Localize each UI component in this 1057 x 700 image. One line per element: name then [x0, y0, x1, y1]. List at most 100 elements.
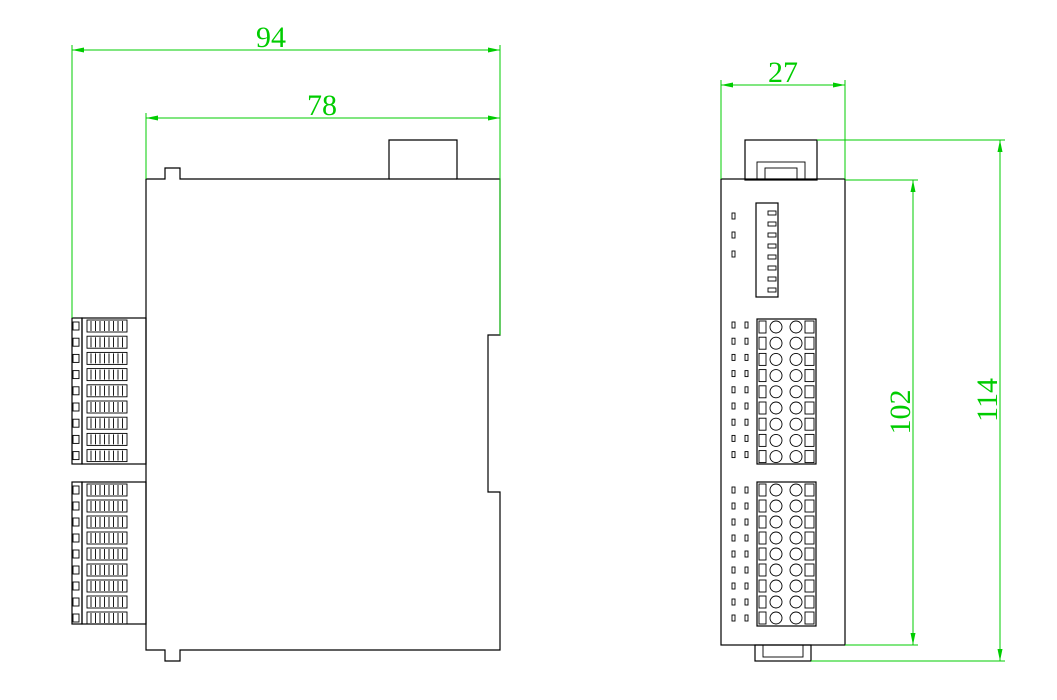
terminal-hole	[789, 401, 803, 415]
dip-lever	[767, 254, 777, 260]
io-led	[744, 337, 749, 345]
pin-latch	[72, 370, 80, 380]
lower-connector-pins	[72, 483, 128, 625]
terminal-clamp	[804, 320, 815, 334]
pin-body	[86, 432, 128, 446]
pin-body	[86, 611, 128, 625]
pin-latch	[72, 533, 80, 543]
io-led	[744, 534, 749, 542]
dip-lever	[767, 232, 777, 238]
terminal-clamp	[804, 483, 815, 497]
top-din-clip-slot	[756, 161, 806, 181]
pin-latch	[72, 501, 80, 511]
pin-body	[86, 416, 128, 430]
terminal-hole	[769, 336, 783, 350]
io-led	[731, 451, 736, 459]
io-led	[744, 451, 749, 459]
terminal-hole	[789, 563, 803, 577]
io-led	[744, 486, 749, 494]
terminal-release	[758, 369, 767, 383]
upper-connector-housing	[81, 317, 147, 465]
io-led	[744, 434, 749, 442]
dip-switch-levers	[767, 210, 777, 293]
pin-body	[86, 547, 128, 561]
terminal-release	[758, 611, 767, 625]
terminal-hole	[789, 531, 803, 545]
pin-body	[86, 384, 128, 398]
dim-114-arrow-top	[997, 140, 1003, 152]
pin-body	[86, 595, 128, 609]
terminal-hole	[769, 579, 783, 593]
io-led	[744, 598, 749, 606]
terminal-clamp	[804, 531, 815, 545]
terminal-hole	[769, 417, 783, 431]
front-view	[720, 139, 846, 662]
pin-latch	[72, 549, 80, 559]
pin-latch	[72, 451, 80, 461]
io-led	[744, 614, 749, 622]
status-led	[731, 212, 736, 220]
terminal-release	[758, 320, 767, 334]
pin-body	[86, 515, 128, 529]
terminal-release	[758, 417, 767, 431]
status-led	[731, 231, 736, 239]
terminal-hole	[769, 611, 783, 625]
pin-latch	[72, 597, 80, 607]
terminal-hole	[789, 450, 803, 464]
terminal-hole	[789, 320, 803, 334]
io-led	[744, 370, 749, 378]
status-led	[731, 250, 736, 258]
terminal-hole	[769, 547, 783, 561]
io-led	[731, 337, 736, 345]
pin-latch	[72, 386, 80, 396]
pin-latch	[72, 565, 80, 575]
top-din-clip	[744, 139, 818, 181]
dim-114-arrow-bottom	[997, 649, 1003, 661]
pin-body	[86, 335, 128, 349]
terminal-clamp	[804, 595, 815, 609]
terminal-release	[758, 547, 767, 561]
io-led	[731, 386, 736, 394]
io-led	[731, 321, 736, 329]
pin-latch	[72, 321, 80, 331]
io-led	[744, 386, 749, 394]
terminal-hole	[769, 385, 783, 399]
terminal-hole	[769, 531, 783, 545]
pin-body	[86, 351, 128, 365]
io-led	[744, 518, 749, 526]
dim-94-arrow-left	[72, 47, 84, 53]
terminal-clamp	[804, 433, 815, 447]
side-body-outline	[145, 139, 501, 662]
pin-latch	[72, 418, 80, 428]
dim-body-depth-label: 78	[307, 89, 337, 122]
terminal-hole	[769, 450, 783, 464]
io-led	[731, 434, 736, 442]
pin-latch	[72, 613, 80, 623]
terminal-release	[758, 385, 767, 399]
io-led	[731, 502, 736, 510]
dip-lever	[767, 276, 777, 282]
pin-latch	[72, 517, 80, 527]
pin-body	[86, 563, 128, 577]
terminal-release	[758, 433, 767, 447]
terminal-hole	[789, 611, 803, 625]
terminal-clamp	[804, 579, 815, 593]
terminal-clamp	[804, 385, 815, 399]
pin-body	[86, 531, 128, 545]
status-leds	[731, 212, 736, 258]
io-led	[731, 353, 736, 361]
terminal-hole	[789, 433, 803, 447]
io-led	[744, 502, 749, 510]
terminal-clamp	[804, 336, 815, 350]
terminal-hole	[769, 401, 783, 415]
terminal-release	[758, 563, 767, 577]
dim-total-depth-label: 94	[256, 21, 286, 54]
upper-terminal-rows	[758, 320, 815, 464]
dip-lever	[767, 243, 777, 249]
terminal-release	[758, 531, 767, 545]
io-led	[731, 534, 736, 542]
dim-78-arrow-left	[146, 115, 158, 121]
terminal-release	[758, 450, 767, 464]
bottom-din-clip-inner	[762, 644, 804, 658]
